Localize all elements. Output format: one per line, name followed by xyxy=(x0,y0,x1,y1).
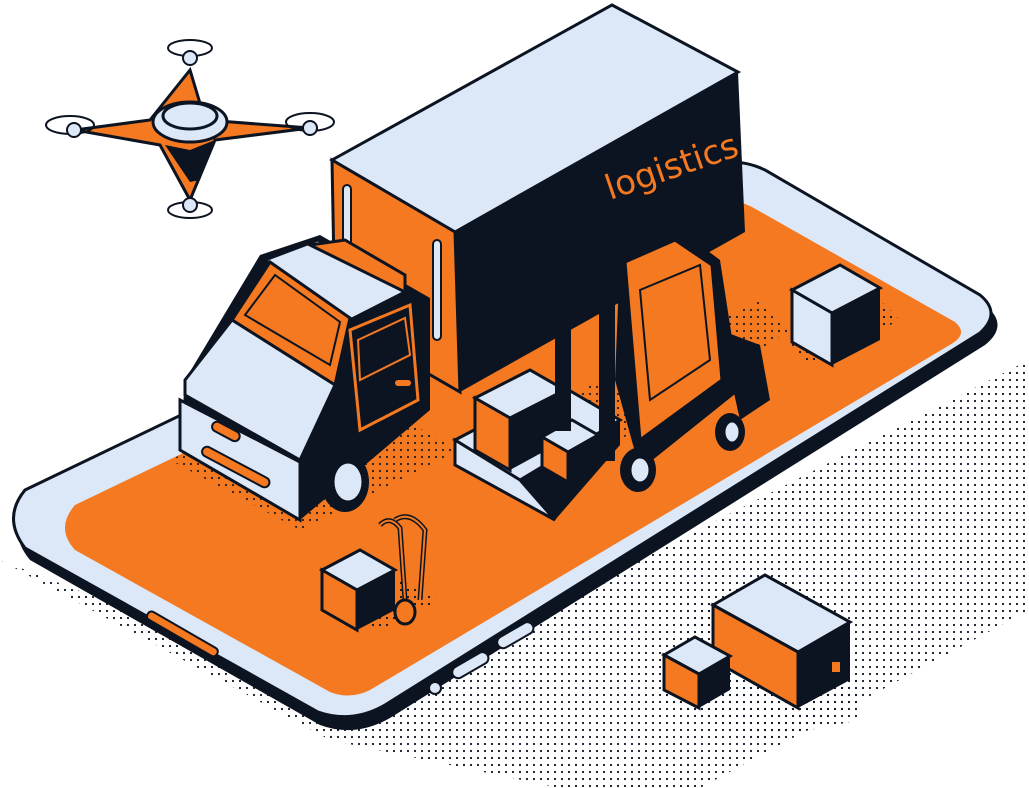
cargo-box xyxy=(788,263,884,368)
drone xyxy=(45,39,335,219)
propeller xyxy=(45,115,95,138)
cargo-box xyxy=(709,573,854,711)
truck-cab xyxy=(178,235,430,523)
speaker-slot xyxy=(145,610,219,658)
propeller xyxy=(285,112,335,136)
cargo-box xyxy=(538,418,602,485)
side-button xyxy=(496,621,535,650)
wheel xyxy=(715,413,745,451)
wheel xyxy=(321,452,369,512)
wheel xyxy=(620,448,656,492)
forklift xyxy=(555,209,770,492)
propeller xyxy=(167,197,213,219)
propeller xyxy=(167,39,213,66)
hand-truck xyxy=(318,514,428,633)
cargo-box xyxy=(471,368,569,473)
side-button xyxy=(428,681,442,695)
cargo-box xyxy=(660,635,734,711)
side-button xyxy=(451,651,490,680)
